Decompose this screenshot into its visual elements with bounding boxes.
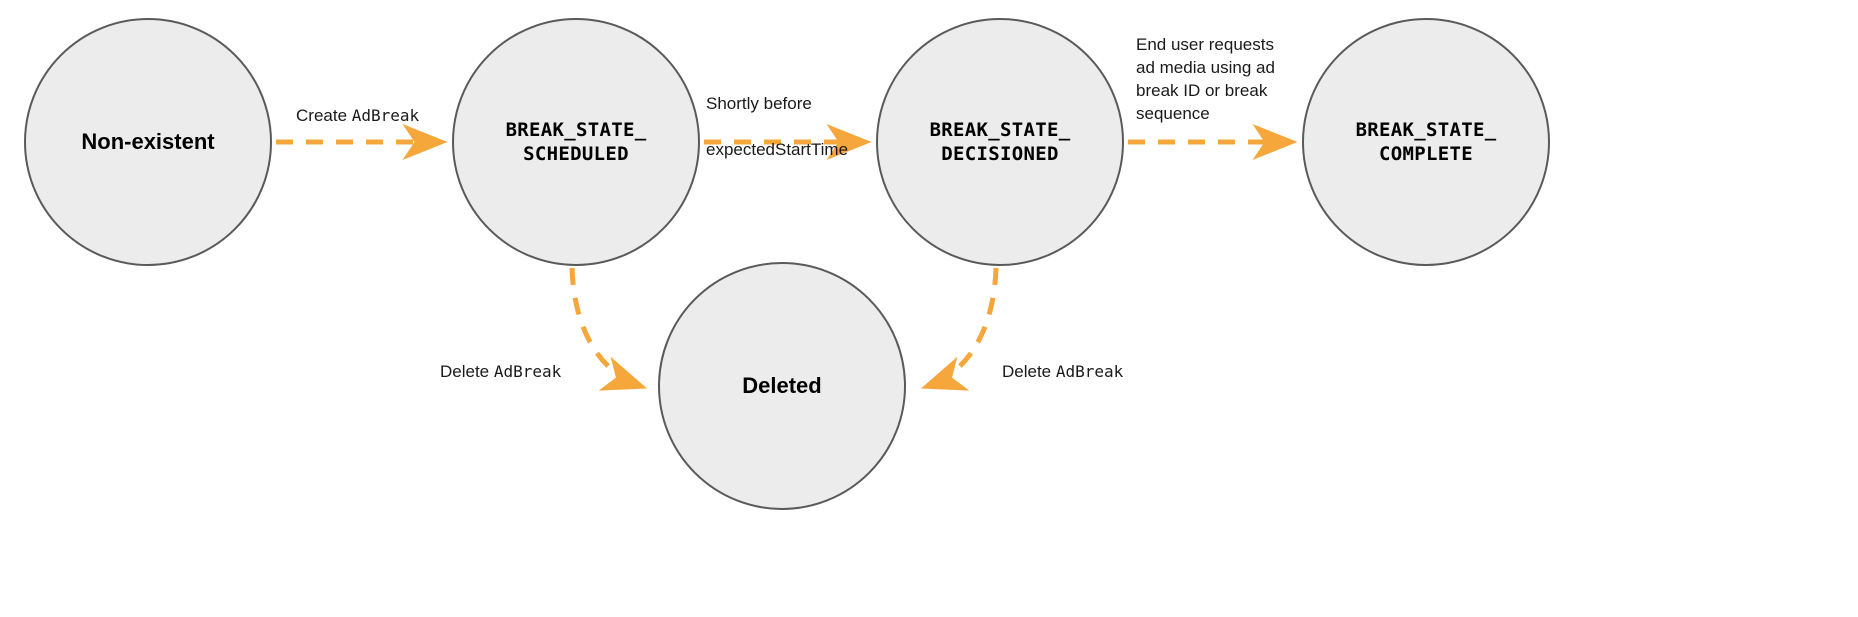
edge-delete-from-scheduled-arrow: [569, 267, 648, 391]
state-node-label: Non-existent: [81, 128, 215, 154]
edge-label-delete-adbreak-from-scheduled: Delete AdBreak: [440, 338, 561, 384]
state-node-label: BREAK_STATE_ DECISIONED: [929, 118, 1071, 165]
edge-label-text-sans: Create: [296, 105, 352, 125]
state-node-label: Deleted: [742, 372, 822, 398]
state-node-deleted[interactable]: Deleted: [658, 262, 906, 510]
edge-label-create-adbreak: Create AdBreak: [296, 82, 419, 128]
edge-label-text-mono: AdBreak: [1055, 361, 1124, 381]
edge-label-text-mono: AdBreak: [493, 361, 562, 381]
state-node-break-state-decisioned[interactable]: BREAK_STATE_ DECISIONED: [876, 18, 1124, 266]
edge-label-end-user-requests: End user requests ad media using ad brea…: [1136, 35, 1275, 123]
state-node-break-state-complete[interactable]: BREAK_STATE_ COMPLETE: [1302, 18, 1550, 266]
state-node-label: BREAK_STATE_ SCHEDULED: [505, 118, 647, 165]
edge-delete-from-decisioned-arrow: [920, 267, 999, 391]
edge-label-line-2: expectedStartTime: [706, 139, 849, 159]
state-node-label: BREAK_STATE_ COMPLETE: [1355, 118, 1497, 165]
edge-label-text-sans: Delete: [440, 361, 494, 381]
state-node-break-state-scheduled[interactable]: BREAK_STATE_ SCHEDULED: [452, 18, 700, 266]
edge-label-shortly-before: Shortly before expectedStartTime: [706, 70, 848, 185]
state-node-non-existent[interactable]: Non-existent: [24, 18, 272, 266]
edge-label-delete-adbreak-from-decisioned: Delete AdBreak: [1002, 338, 1123, 384]
edge-label-text-sans: Delete: [1002, 361, 1056, 381]
edge-label-text-mono: AdBreak: [351, 105, 420, 125]
edge-label-line-1: Shortly before: [706, 93, 812, 113]
